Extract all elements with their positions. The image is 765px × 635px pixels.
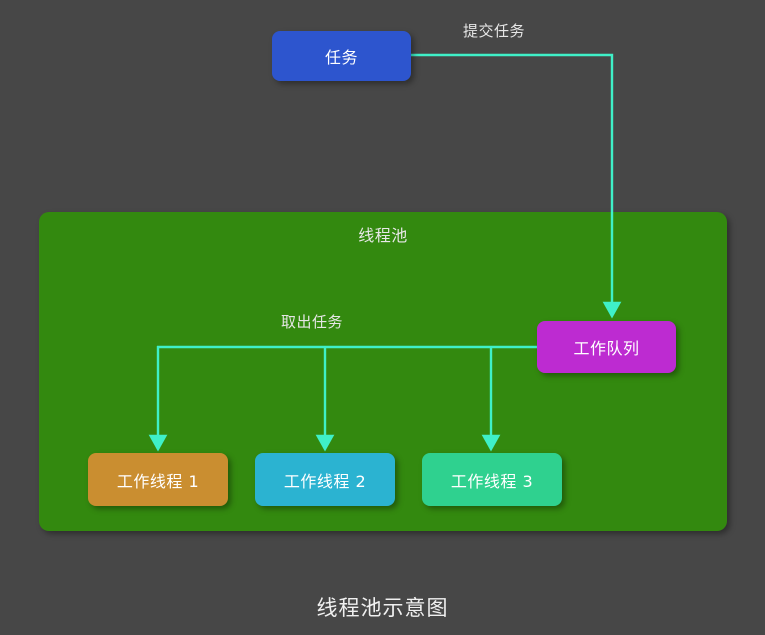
node-task[interactable]: 任务 (272, 31, 411, 81)
node-worker-thread-2[interactable]: 工作线程 2 (255, 453, 395, 506)
edge-label-submit: 提交任务 (463, 22, 526, 40)
diagram-caption: 线程池示意图 (316, 596, 449, 620)
edge-label-take: 取出任务 (281, 313, 344, 331)
node-work-queue-label: 工作队列 (573, 339, 640, 358)
node-worker-thread-1[interactable]: 工作线程 1 (88, 453, 228, 506)
node-worker-thread-2-label: 工作线程 2 (283, 471, 367, 491)
node-worker-thread-3[interactable]: 工作线程 3 (422, 453, 562, 506)
thread-pool-title: 线程池 (358, 226, 408, 245)
node-worker-thread-3-label: 工作线程 3 (450, 471, 534, 491)
node-worker-thread-1-label: 工作线程 1 (116, 471, 200, 491)
node-task-label: 任务 (324, 48, 358, 67)
node-work-queue[interactable]: 工作队列 (537, 321, 676, 373)
